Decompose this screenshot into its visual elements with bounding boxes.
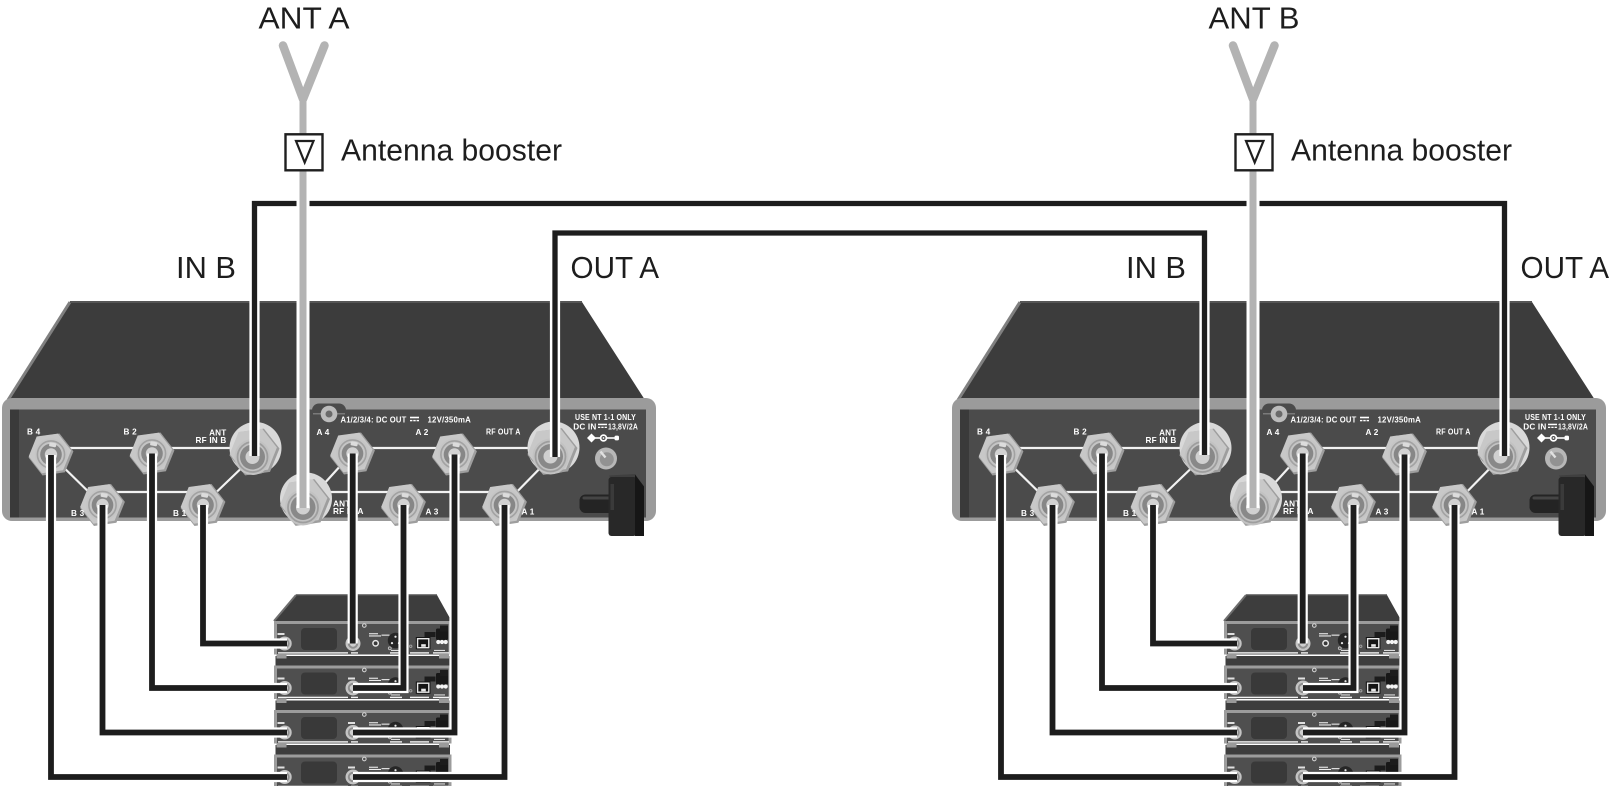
svg-text:RF IN B: RF IN B bbox=[196, 436, 227, 445]
svg-text:USE NT 1-1 ONLY: USE NT 1-1 ONLY bbox=[575, 413, 636, 422]
svg-text:RF OUT A: RF OUT A bbox=[486, 427, 521, 436]
svg-text:ANT: ANT bbox=[333, 500, 350, 509]
svg-text:13,8V/2A: 13,8V/2A bbox=[608, 423, 638, 432]
svg-text:B 3: B 3 bbox=[71, 509, 85, 518]
svg-text:B 4: B 4 bbox=[27, 428, 41, 437]
svg-text:A 2: A 2 bbox=[416, 428, 429, 437]
svg-text:ANT: ANT bbox=[209, 429, 226, 438]
svg-text:A 4: A 4 bbox=[317, 428, 330, 437]
svg-text:B 1: B 1 bbox=[173, 509, 187, 518]
svg-text:OUT A: OUT A bbox=[571, 250, 660, 285]
svg-text:Antenna booster: Antenna booster bbox=[341, 133, 562, 168]
svg-text:IN B: IN B bbox=[176, 250, 236, 285]
svg-text:A1/2/3/4: DC OUT: A1/2/3/4: DC OUT bbox=[341, 415, 407, 424]
svg-text:DC IN: DC IN bbox=[573, 423, 596, 432]
svg-text:12V/350mA: 12V/350mA bbox=[428, 415, 472, 424]
svg-text:ANT A: ANT A bbox=[259, 1, 350, 36]
svg-text:A 3: A 3 bbox=[426, 508, 439, 517]
svg-text:B 2: B 2 bbox=[124, 428, 138, 437]
svg-text:ANT B: ANT B bbox=[1209, 1, 1300, 36]
svg-text:A 1: A 1 bbox=[522, 508, 535, 517]
